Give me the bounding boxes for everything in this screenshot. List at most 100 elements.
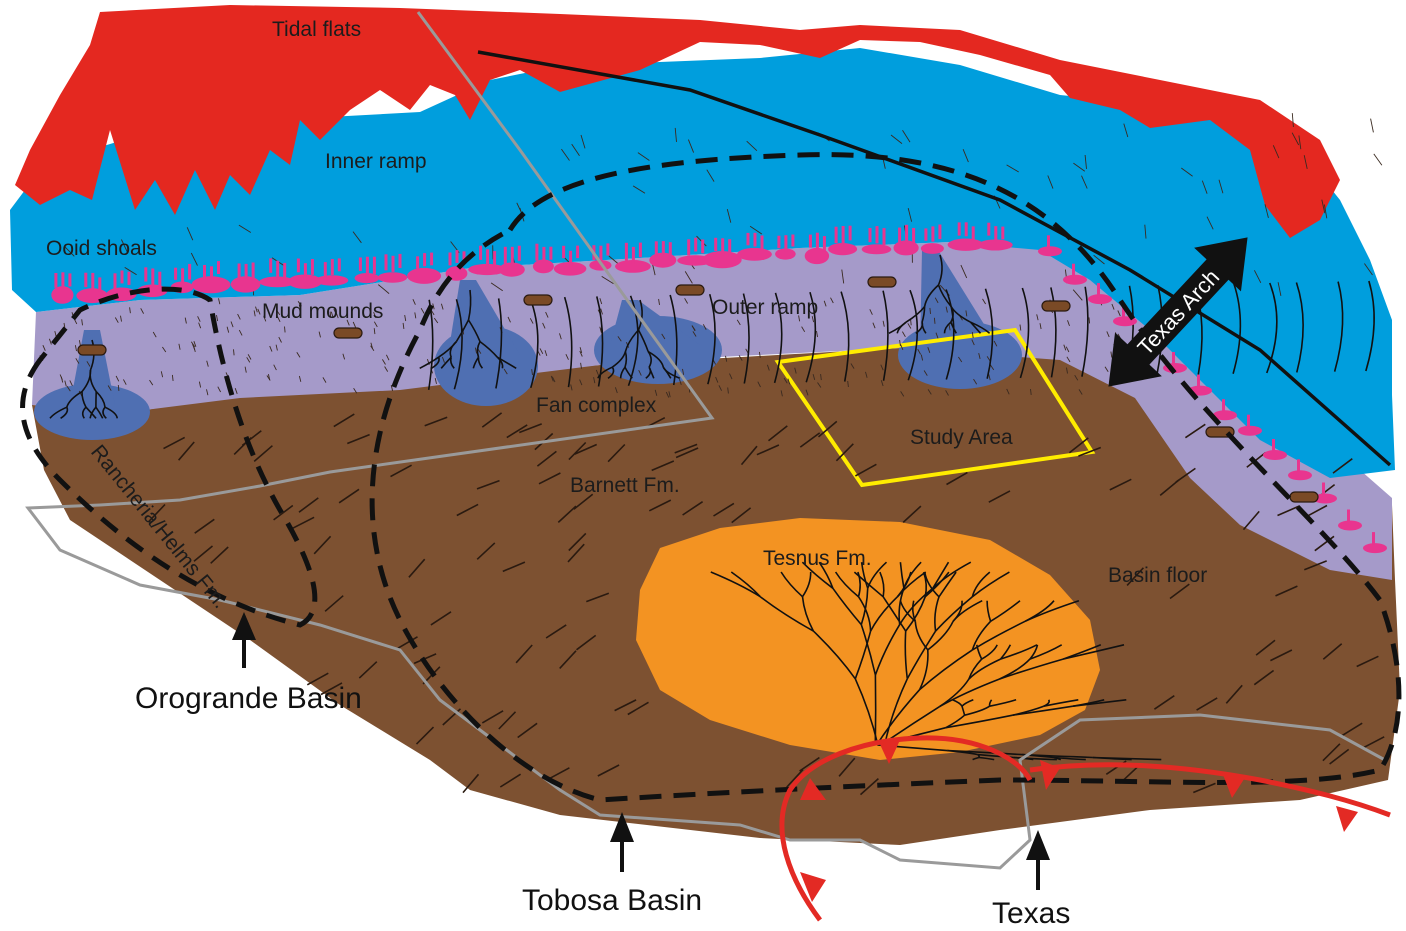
ooid-spike (252, 263, 255, 281)
ooid-shoal (407, 268, 441, 284)
ooid-spike (144, 267, 147, 281)
barnett-label: Barnett Fm. (570, 474, 680, 497)
ooid-spike (151, 269, 154, 287)
ooid-spike (84, 273, 87, 287)
ooid-shoal (1088, 294, 1112, 304)
texture-stroke (285, 327, 286, 333)
ooid-spike (511, 247, 514, 263)
ooid-spike (987, 223, 990, 236)
ooid-spike (912, 228, 915, 245)
ooid-spike (366, 257, 369, 274)
ooid-spike (430, 253, 433, 266)
ooid-spike (694, 238, 697, 252)
ooid-spike (98, 277, 101, 291)
ooid-spike (784, 235, 787, 252)
ooid-spike (1297, 459, 1300, 471)
ooid-spike (1322, 483, 1325, 495)
ooid-spike (399, 254, 402, 268)
ooid-spike (456, 250, 459, 263)
ooid-spike (128, 272, 131, 285)
ooid-spike (849, 226, 852, 241)
ooid-spike (158, 272, 161, 289)
ooid-spike (761, 236, 764, 252)
ooid-shoal (862, 244, 892, 254)
texture-stroke (930, 308, 931, 314)
ooid-spike (931, 226, 934, 241)
ooid-shoal (1363, 543, 1387, 553)
ooid-spike (905, 225, 908, 242)
ooid-shoal (315, 275, 348, 285)
texas-label: Texas (992, 897, 1070, 930)
ooid-spike (1001, 227, 1004, 240)
ooid-shoal (51, 286, 73, 304)
ooid-spike (938, 225, 941, 240)
tobosa-label: Tobosa Basin (522, 884, 702, 917)
texture-stroke (1374, 154, 1382, 165)
ooid-spike (61, 272, 64, 287)
ooid-spike (701, 240, 704, 254)
ooid-spike (1222, 399, 1225, 411)
ooid-spike (655, 241, 658, 255)
ooid-shoal (1238, 426, 1262, 436)
ooid-shoal (1038, 246, 1062, 256)
ooid-shoal (1063, 275, 1087, 285)
ooid-shoal (1263, 450, 1287, 460)
ooid-spike (754, 233, 757, 247)
ooid-spike (835, 227, 838, 243)
ooid-spike (1272, 439, 1275, 451)
ooid-spike (283, 263, 286, 279)
tesnus-label: Tesnus Fm. (763, 547, 872, 570)
ooid-spike (965, 222, 968, 236)
ooid-spike (669, 242, 672, 257)
ooid-spike (898, 228, 901, 244)
ooid-spike (1347, 510, 1350, 522)
ooid-spike (486, 249, 489, 264)
ooid-spike (562, 246, 565, 258)
ooid-spike (1172, 352, 1175, 364)
ooid-spike (68, 273, 71, 286)
ooid-spike (972, 226, 975, 240)
ooid-spike (188, 264, 191, 280)
orogrande-label: Orogrande Basin (135, 682, 362, 715)
texture-stroke (934, 318, 935, 324)
ooid-spike (91, 273, 94, 290)
ooid-spike (373, 257, 376, 274)
ooid-spike (924, 228, 927, 240)
tidal-flats-label: Tidal flats (272, 18, 361, 41)
ooid-spike (632, 247, 635, 265)
ooid-spike (714, 238, 717, 251)
mud-mounds-label: Mud mounds (262, 300, 383, 323)
ooid-spike (493, 251, 496, 269)
mud-mound (868, 277, 896, 287)
ooid-spike (324, 262, 327, 277)
ooid-spike (542, 247, 545, 261)
ooid-spike (869, 228, 872, 242)
ooid-spike (816, 233, 819, 248)
ooid-spike (625, 243, 628, 261)
ooid-shoal (978, 240, 1013, 251)
texture-stroke (118, 385, 119, 391)
ooid-spike (1197, 375, 1200, 387)
ooid-spike (331, 259, 334, 275)
ooid-spike (809, 235, 812, 248)
ooid-spike (276, 261, 279, 278)
ooid-spike (728, 239, 731, 255)
ooid-spike (1072, 264, 1075, 276)
mud-mound (1042, 301, 1070, 311)
ooid-spike (423, 253, 426, 266)
ooid-spike (479, 246, 482, 260)
ooid-spike (1247, 415, 1250, 427)
ooid-shoal (921, 243, 944, 254)
texture-stroke (1371, 119, 1374, 133)
ooid-shoals-label: Ooid shoals (46, 237, 157, 260)
ooid-spike (238, 264, 241, 279)
ooid-shoal (649, 253, 676, 268)
ooid-shoal (533, 260, 554, 274)
ooid-spike (1047, 235, 1050, 247)
ooid-shoal (378, 272, 407, 283)
mud-mound (334, 328, 362, 338)
ooid-spike (359, 258, 362, 271)
ooid-spike (823, 236, 826, 252)
ooid-spike (504, 247, 507, 264)
ooid-spike (54, 273, 57, 288)
